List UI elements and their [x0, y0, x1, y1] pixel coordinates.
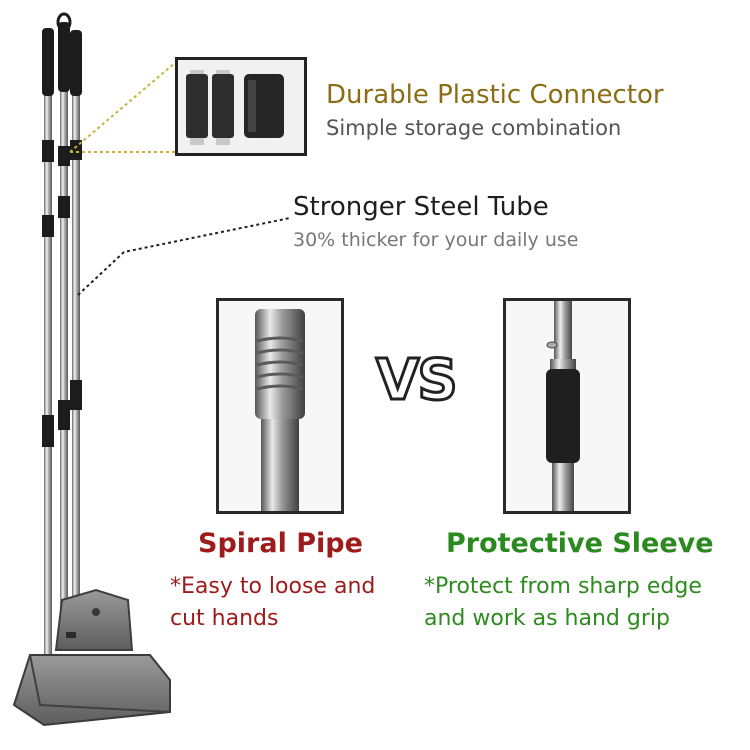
- protective-sleeve-icon: [506, 301, 628, 511]
- vs-label: VS: [375, 347, 460, 415]
- dustpan-icon: [12, 588, 171, 727]
- protective-sleeve-title: Protective Sleeve: [446, 528, 714, 559]
- protective-sleeve-note-line-2: and work as hand grip: [424, 606, 670, 631]
- spiral-pipe-title: Spiral Pipe: [198, 528, 363, 559]
- connector-subtitle: Simple storage combination: [326, 116, 622, 140]
- protective-sleeve-panel: [503, 298, 631, 514]
- connector-title: Durable Plastic Connector: [326, 80, 664, 110]
- rake-handle-icon: [42, 28, 54, 660]
- handle-pole: [56, 12, 72, 616]
- spiral-pipe-icon: [219, 301, 341, 511]
- steel-tube-subtitle: 30% thicker for your daily use: [293, 229, 579, 251]
- steel-tube-title: Stronger Steel Tube: [293, 192, 549, 222]
- protective-sleeve-note-line-1: *Protect from sharp edge: [424, 574, 702, 599]
- handle-pole: [70, 30, 82, 615]
- spiral-pipe-note-line-2: cut hands: [170, 606, 279, 631]
- product-illustration: [12, 12, 291, 727]
- spiral-pipe-panel: [216, 298, 344, 514]
- connector-closeup-panel: [175, 57, 307, 156]
- spiral-pipe-note-line-1: *Easy to loose and: [170, 574, 376, 599]
- plastic-connector-icon: [178, 60, 304, 153]
